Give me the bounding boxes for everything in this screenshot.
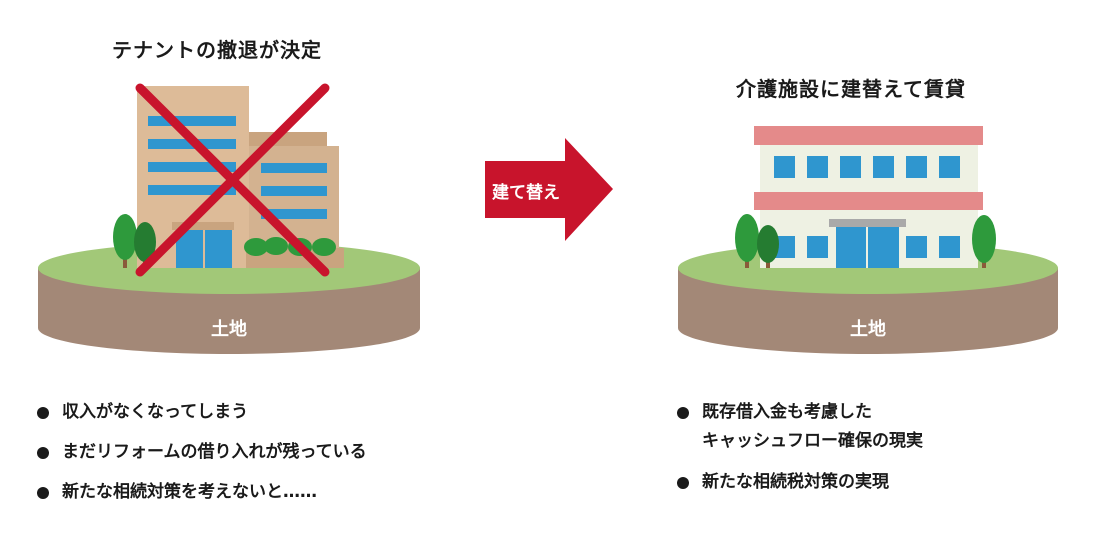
cross-mark bbox=[135, 83, 330, 277]
left-land-label: 土地 bbox=[211, 319, 247, 340]
left-title: テナントの撤退が決定 bbox=[112, 38, 322, 62]
care-facility-building bbox=[754, 126, 983, 268]
right-bullet-list: 既存借入金も考慮した キャッシュフロー確保の現実 新たな相続税対策の実現 bbox=[676, 398, 923, 509]
transition-arrow bbox=[485, 138, 613, 241]
right-bullet-item: 既存借入金も考慮した キャッシュフロー確保の現実 bbox=[676, 398, 923, 456]
left-bullet-list: 収入がなくなってしまう まだリフォームの借り入れが残っている 新たな相続対策を考… bbox=[36, 398, 367, 518]
right-land-label: 土地 bbox=[850, 319, 886, 340]
left-trees bbox=[113, 214, 156, 268]
right-bullet-item: 新たな相続税対策の実現 bbox=[676, 468, 923, 497]
arrow-label: 建て替え bbox=[492, 183, 560, 203]
left-bullet-item: 収入がなくなってしまう bbox=[36, 398, 367, 427]
right-title: 介護施設に建替えて賃貸 bbox=[736, 77, 966, 101]
left-bullet-item: まだリフォームの借り入れが残っている bbox=[36, 438, 367, 467]
left-bullet-item: 新たな相続対策を考えないと…… bbox=[36, 478, 367, 507]
right-trees bbox=[735, 214, 996, 268]
